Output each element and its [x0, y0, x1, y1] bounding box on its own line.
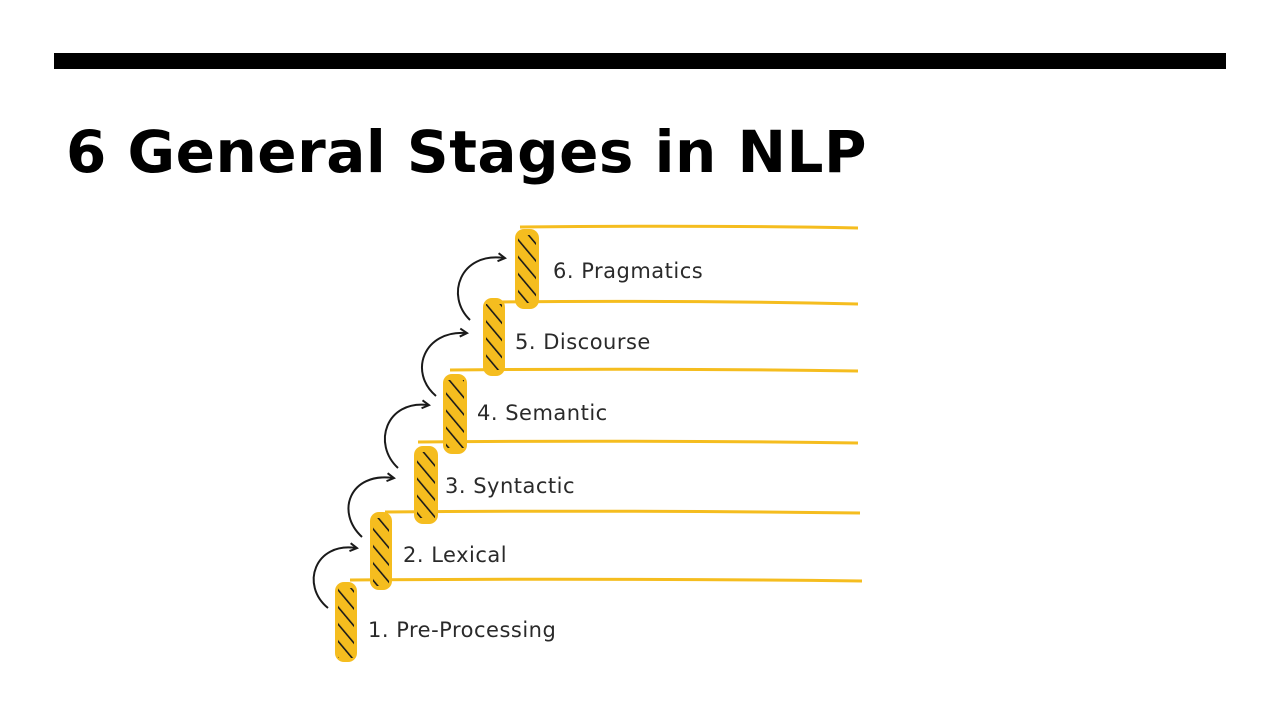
stage-label-1: 1. Pre-Processing [368, 618, 556, 642]
top-rule [54, 53, 1226, 69]
riser-6 [515, 229, 539, 309]
riser-5 [483, 298, 505, 376]
tread-line-1 [349, 577, 863, 583]
stage-label-6: 6. Pragmatics [553, 259, 703, 283]
tread-line-3 [417, 439, 859, 445]
riser-1 [335, 582, 357, 662]
tread-line-4 [449, 367, 859, 373]
stage-label-3: 3. Syntactic [445, 474, 575, 498]
step-treads [349, 224, 863, 583]
stage-label-4: 4. Semantic [477, 401, 608, 425]
stage-label-5: 5. Discourse [515, 330, 651, 354]
arrow-icon-2-to-3 [347, 477, 393, 538]
progress-arrows [312, 257, 504, 609]
page-title: 6 General Stages in NLP [66, 118, 868, 186]
riser-2 [370, 512, 392, 590]
step-risers [335, 229, 539, 662]
stage-labels: 1. Pre-Processing 2. Lexical 3. Syntacti… [368, 259, 703, 642]
arrow-icon-4-to-5 [421, 333, 466, 397]
tread-line-2 [384, 509, 861, 515]
arrow-icon-3-to-4 [383, 405, 428, 469]
riser-3 [414, 446, 438, 524]
stage-label-2: 2. Lexical [403, 543, 507, 567]
riser-4 [443, 374, 467, 454]
arrow-icon-1-to-2 [312, 547, 356, 609]
tread-line-6 [519, 224, 859, 230]
tread-line-5 [489, 299, 859, 306]
arrow-icon-5-to-6 [456, 257, 504, 321]
